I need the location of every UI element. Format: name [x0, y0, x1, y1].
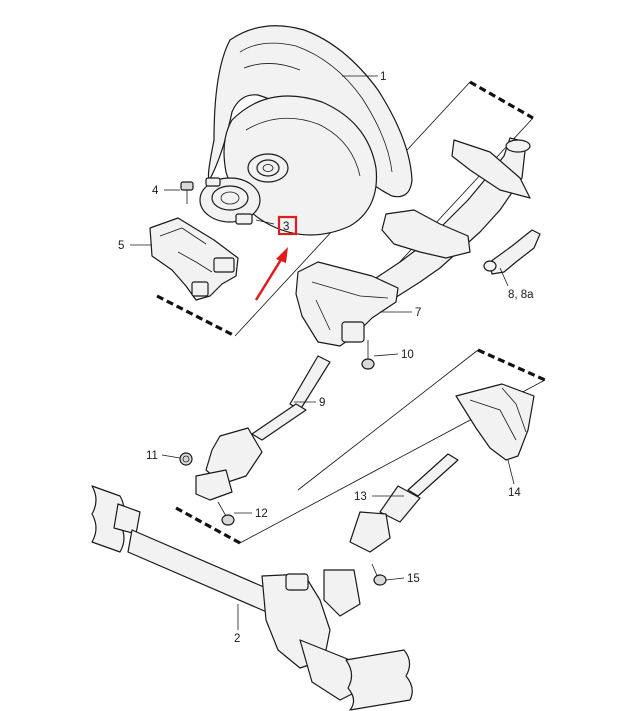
lower-shaft: [349, 453, 459, 553]
callout-1: 1: [380, 71, 386, 83]
airbag-module: [223, 95, 378, 236]
leader-lines: [130, 75, 515, 630]
intermediate-shaft: [195, 355, 331, 501]
steering-column: [295, 137, 531, 347]
highlight-box: [277, 215, 298, 236]
callout-14: 14: [508, 487, 521, 499]
bolt-12: [217, 501, 235, 526]
callout-4: 4: [152, 185, 159, 197]
combination-switch: [149, 217, 239, 301]
bolt-10: [361, 340, 375, 370]
callout-8-8a: 8, 8a: [508, 289, 534, 301]
callout-11: 11: [146, 450, 158, 462]
highlight-arrow: [254, 215, 298, 301]
callout-9: 9: [319, 397, 325, 409]
callout-13: 13: [354, 491, 367, 503]
clock-spring: [199, 177, 261, 225]
screw-4: [180, 181, 194, 204]
bolt-15: [371, 563, 387, 586]
callout-12: 12: [255, 508, 268, 520]
arrow-head-icon: [276, 247, 288, 263]
callout-10: 10: [401, 349, 414, 361]
callout-15: 15: [407, 573, 420, 585]
column-boot: [455, 383, 535, 461]
callout-7: 7: [415, 307, 421, 319]
steering-rack: [91, 485, 413, 711]
nut-11: [179, 452, 193, 466]
tilt-lever: [483, 229, 541, 275]
callout-3: 3: [283, 221, 289, 233]
callout-2: 2: [234, 633, 240, 645]
callout-5: 5: [118, 240, 124, 252]
